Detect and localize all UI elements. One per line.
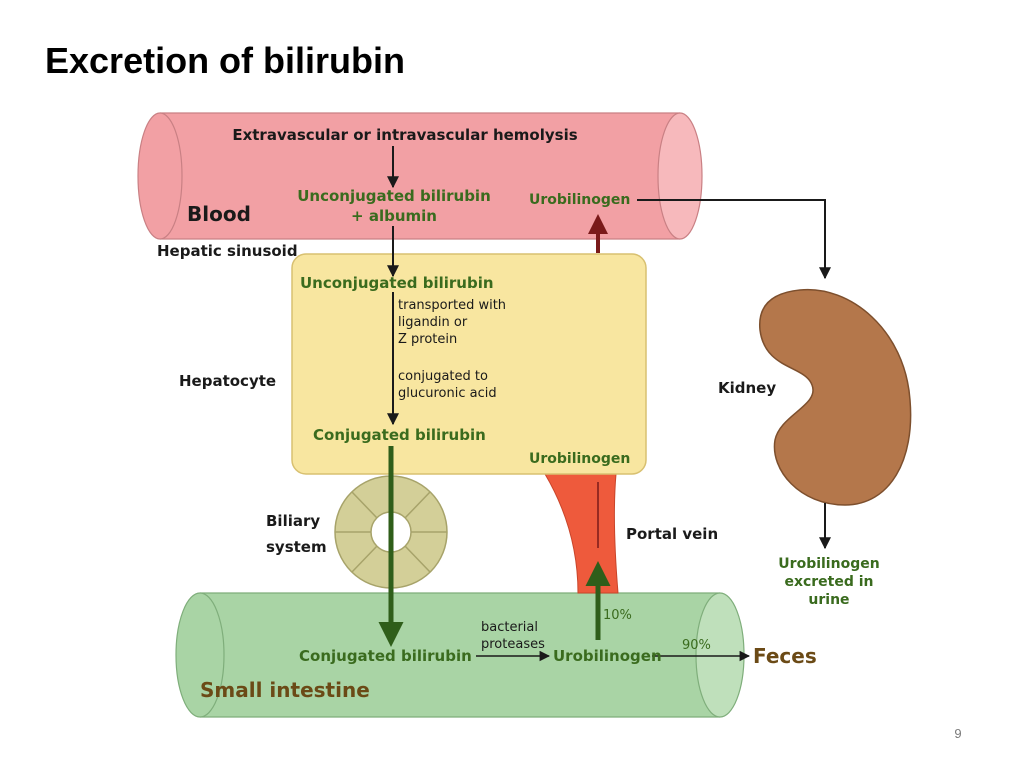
page-number: 9 — [954, 726, 961, 741]
transport-line-1: transported with — [398, 298, 506, 313]
blood-unconjugated-label: Unconjugated bilirubin — [297, 187, 491, 205]
kidney-label: Kidney — [718, 379, 776, 397]
urine-line-3: urine — [808, 592, 849, 608]
conjugation-line-2: glucuronic acid — [398, 386, 497, 401]
kidney — [759, 288, 912, 506]
bacterial-line-2: proteases — [481, 637, 545, 652]
transport-line-2: ligandin or — [398, 315, 468, 330]
biliary-label-1: Biliary — [266, 512, 320, 530]
hepatocyte-urobilinogen-label: Urobilinogen — [529, 451, 630, 467]
blood-label: Blood — [187, 202, 251, 226]
intestine-conjugated-label: Conjugated bilirubin — [299, 647, 472, 665]
transport-line-3: Z protein — [398, 332, 457, 347]
percent-90-label: 90% — [682, 638, 711, 653]
hepatocyte-conjugated-label: Conjugated bilirubin — [313, 426, 486, 444]
hepatocyte-label: Hepatocyte — [179, 372, 276, 390]
bacterial-line-1: bacterial — [481, 620, 538, 635]
slide-title: Excretion of bilirubin — [45, 40, 406, 81]
hemolysis-label: Extravascular or intravascular hemolysis — [232, 126, 577, 144]
hepatocyte-unconjugated-label: Unconjugated bilirubin — [300, 274, 494, 292]
blood-urobilinogen-label: Urobilinogen — [529, 192, 630, 208]
hepatic-sinusoid-label: Hepatic sinusoid — [157, 242, 298, 260]
percent-10-label: 10% — [603, 608, 632, 623]
hepatocyte-box — [291, 253, 647, 475]
portal-vein — [544, 473, 619, 594]
small-intestine-tube — [175, 592, 745, 718]
intestine-urobilinogen-label: Urobilinogen — [553, 647, 662, 665]
blood-albumin-label: + albumin — [351, 207, 437, 225]
small-intestine-label: Small intestine — [200, 678, 370, 702]
urine-line-2: excreted in — [784, 574, 873, 590]
portal-vein-label: Portal vein — [626, 525, 718, 543]
urine-line-1: Urobilinogen — [778, 556, 879, 572]
feces-label: Feces — [753, 644, 817, 668]
arrow-urobilinogen-to-kidney — [637, 199, 831, 280]
conjugation-line-1: conjugated to — [398, 369, 488, 384]
biliary-label-2: system — [266, 538, 327, 556]
